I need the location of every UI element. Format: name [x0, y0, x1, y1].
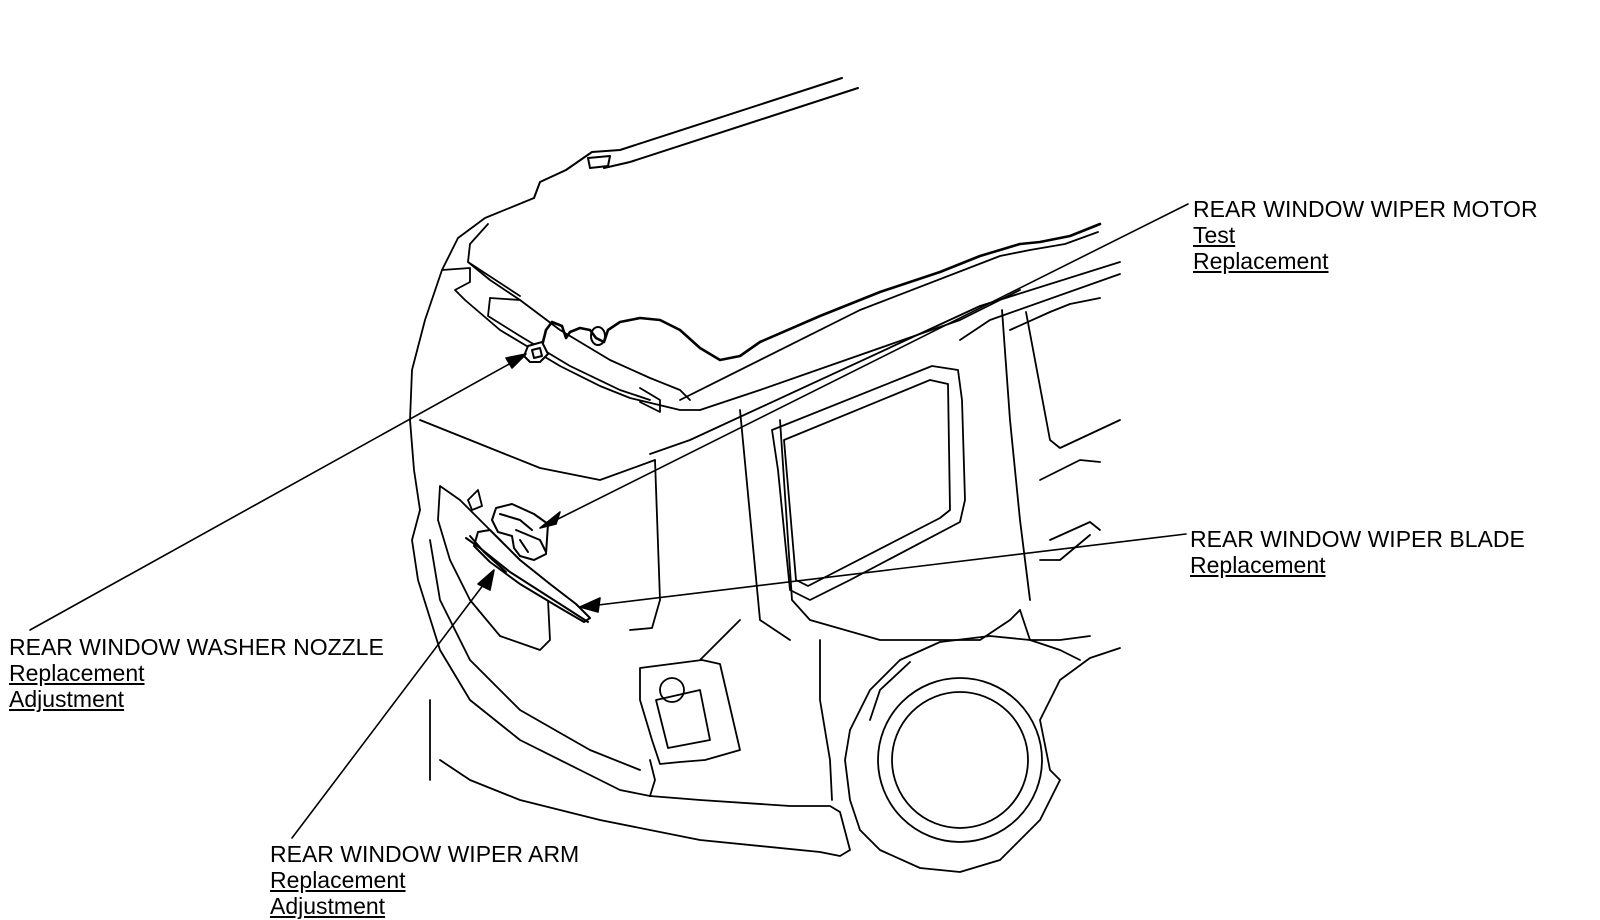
- roof-rail: [533, 77, 859, 199]
- callout-title: REAR WINDOW WIPER BLADE: [1190, 526, 1525, 552]
- link-replacement[interactable]: Replacement: [9, 660, 145, 686]
- callout-rear-window-wiper-arm: REAR WINDOW WIPER ARM Replacement Adjust…: [270, 841, 579, 919]
- arrowhead-nozzle: [505, 353, 527, 369]
- leader-line-motor: [547, 203, 1189, 525]
- arrowhead-blade: [579, 597, 601, 613]
- callout-rear-window-washer-nozzle: REAR WINDOW WASHER NOZZLE Replacement Ad…: [9, 634, 384, 712]
- washer-hose: [534, 222, 1102, 362]
- link-adjustment[interactable]: Adjustment: [270, 893, 386, 919]
- wiper-arm: [465, 529, 591, 623]
- callout-rear-window-wiper-motor: REAR WINDOW WIPER MOTOR Test Replacement: [1193, 196, 1538, 274]
- callout-rear-window-wiper-blade: REAR WINDOW WIPER BLADE Replacement: [1190, 526, 1525, 578]
- link-test[interactable]: Test: [1193, 222, 1236, 248]
- callout-title: REAR WINDOW WIPER ARM: [270, 841, 580, 867]
- arrowhead-arm: [477, 569, 495, 591]
- link-replacement[interactable]: Replacement: [1193, 248, 1329, 274]
- leader-line-arm: [291, 575, 491, 839]
- leader-line-blade: [589, 533, 1187, 607]
- link-adjustment[interactable]: Adjustment: [9, 686, 125, 712]
- arrowhead-motor: [539, 511, 561, 529]
- link-replacement[interactable]: Replacement: [1190, 552, 1326, 578]
- wiper-motor: [491, 503, 549, 561]
- leader-line-nozzle: [29, 357, 521, 631]
- callout-title: REAR WINDOW WASHER NOZZLE: [9, 634, 384, 660]
- callout-title: REAR WINDOW WIPER MOTOR: [1193, 196, 1538, 222]
- leader-lines: [29, 203, 1189, 839]
- washer-nozzle: [523, 341, 549, 363]
- hose-clip: [590, 326, 606, 346]
- vehicle-body: [409, 197, 1121, 873]
- link-replacement[interactable]: Replacement: [270, 867, 406, 893]
